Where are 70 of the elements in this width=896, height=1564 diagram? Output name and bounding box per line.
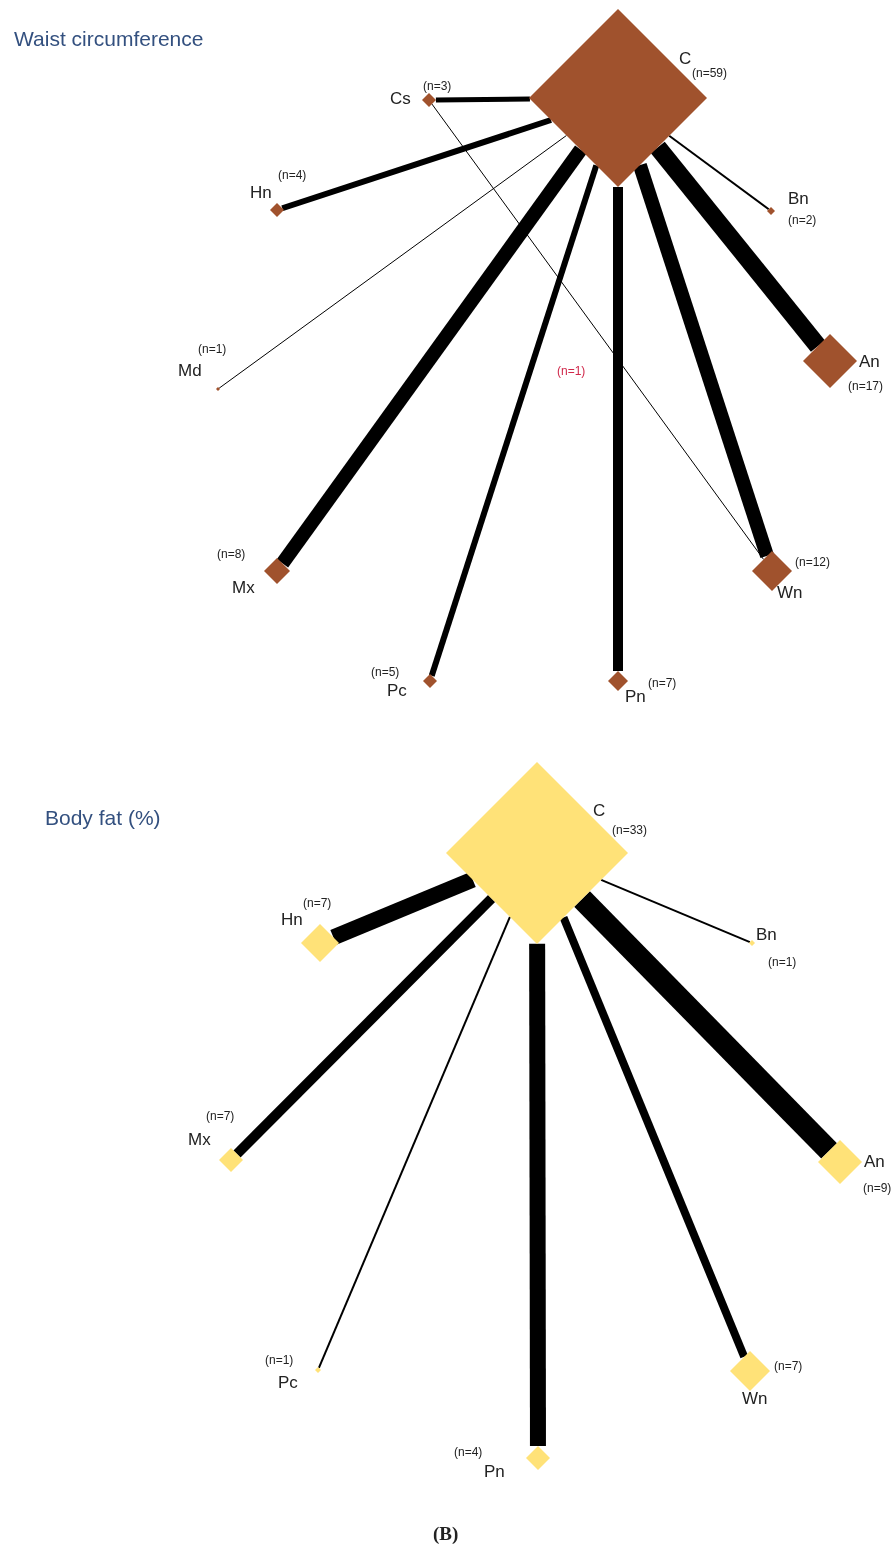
node-label: Pc	[278, 1374, 298, 1391]
connector-line	[435, 96, 530, 103]
connector-line	[650, 141, 825, 352]
node-diamond	[422, 93, 436, 107]
study-count: (n=2)	[788, 214, 817, 226]
caption: (B)	[433, 1524, 459, 1543]
node-diamond	[608, 671, 628, 691]
node-label: Bn	[756, 926, 777, 943]
connector-line	[613, 187, 623, 671]
connector-line	[330, 872, 476, 945]
node-label: C	[593, 802, 606, 819]
node-label: An	[864, 1153, 885, 1170]
node-label: Bn	[788, 190, 809, 207]
node-label: Wn	[777, 584, 803, 601]
connector-line	[668, 134, 770, 211]
study-count: (n=1)	[198, 343, 227, 355]
connector-line	[559, 915, 748, 1359]
node-label: Pc	[387, 682, 407, 699]
study-count: (n=17)	[848, 380, 884, 392]
study-count: (n=12)	[795, 556, 831, 568]
node-diamond	[749, 940, 755, 946]
study-count: (n=1)	[768, 956, 797, 968]
study-count: (n=7)	[648, 677, 677, 689]
node-label: Mx	[232, 579, 255, 596]
node-diamond	[301, 924, 339, 962]
study-count: (n=7)	[303, 897, 332, 909]
study-count: (n=59)	[692, 67, 728, 79]
study-count: (n=5)	[371, 666, 400, 678]
study-count: (n=3)	[423, 80, 452, 92]
node-label: Mx	[188, 1131, 211, 1148]
node-diamond	[264, 558, 290, 584]
node-diamond	[315, 1367, 321, 1373]
edge-label: (n=1)	[557, 365, 586, 377]
study-count: (n=7)	[774, 1360, 803, 1372]
node-label: Pn	[625, 688, 646, 705]
study-count: (n=7)	[206, 1110, 235, 1122]
node-diamond	[216, 387, 220, 391]
connector-line	[600, 878, 751, 944]
study-count: (n=8)	[217, 548, 246, 560]
connector-line	[431, 103, 765, 560]
connector-line	[233, 895, 496, 1158]
connector-line	[428, 164, 600, 677]
node-diamond	[818, 1140, 862, 1184]
study-count: (n=4)	[278, 169, 307, 181]
node-label: Md	[178, 362, 202, 379]
node-diamond	[767, 207, 775, 215]
node-label: Wn	[742, 1390, 768, 1407]
node-label: An	[859, 353, 880, 370]
node-diamond	[730, 1351, 770, 1391]
study-count: (n=4)	[454, 1446, 483, 1458]
node-diamond	[219, 1148, 243, 1172]
node-label: Cs	[390, 90, 411, 107]
connector-line	[281, 117, 552, 212]
node-diamond	[270, 203, 284, 217]
connector-line	[317, 915, 511, 1369]
node-label: C	[679, 50, 692, 67]
study-count: (n=1)	[265, 1354, 294, 1366]
connector-line	[276, 145, 587, 568]
node-diamond	[423, 674, 437, 688]
panel-title: Body fat (%)	[45, 807, 161, 828]
node-label: Hn	[281, 911, 303, 928]
node-label: Hn	[250, 184, 272, 201]
panel-title: Waist circumference	[14, 28, 204, 49]
node-diamond	[526, 1446, 550, 1470]
connector-line	[633, 162, 774, 559]
node-label: Pn	[484, 1463, 505, 1480]
study-count: (n=33)	[612, 824, 648, 836]
study-count: (n=9)	[863, 1182, 892, 1194]
connector-line	[574, 891, 837, 1159]
connector-line	[218, 135, 567, 389]
